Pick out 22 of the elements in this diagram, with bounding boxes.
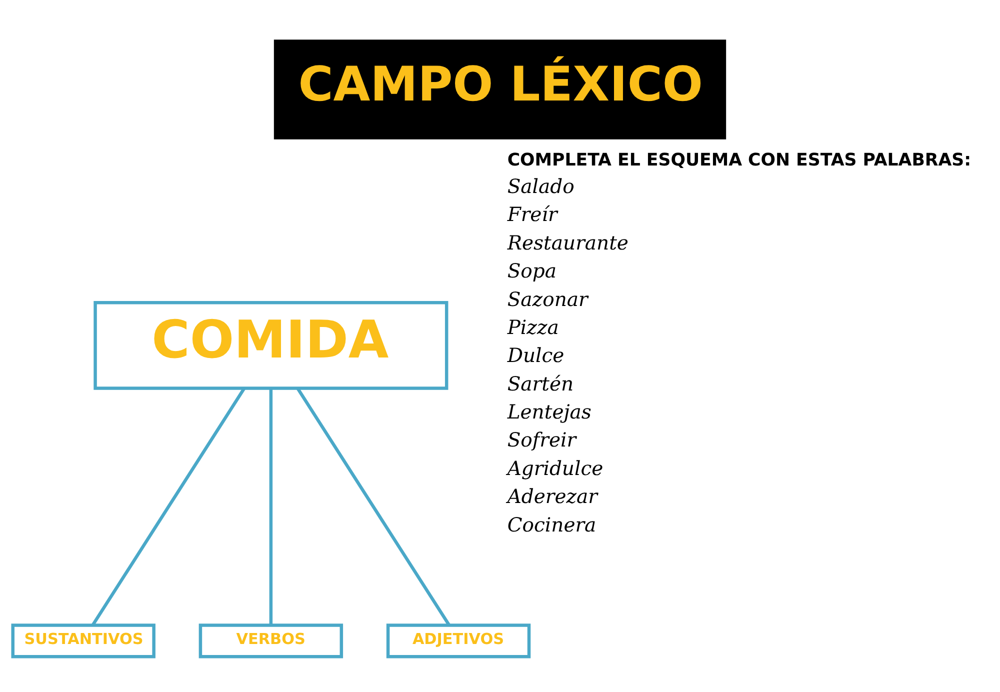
label: Sazonar <box>507 288 588 311</box>
label: Salado <box>507 175 574 198</box>
node-box: COMIDA <box>94 301 448 390</box>
node-box: SUSTANTIVOS <box>11 624 156 658</box>
connector <box>269 388 273 626</box>
label: COMPLETA EL ESQUEMA CON ESTAS PALABRAS: <box>507 150 972 170</box>
node-box: ADJETIVOS <box>386 624 531 658</box>
label: Sofreir <box>507 428 576 452</box>
label: Freír <box>507 203 558 226</box>
label: Cocinera <box>507 513 596 536</box>
label: Agridulce <box>507 456 604 480</box>
label: Sartén <box>507 372 574 396</box>
label: Sopa <box>507 260 557 283</box>
label: Dulce <box>507 344 564 368</box>
label: Pizza <box>507 316 559 339</box>
label: Lentejas <box>507 400 592 424</box>
label: Restaurante <box>507 231 628 254</box>
node-box: VERBOS <box>198 624 344 658</box>
connector <box>296 388 451 626</box>
diagram-title: CAMPO LÉXICO <box>298 58 703 113</box>
label: Aderezar <box>507 485 598 508</box>
connector <box>91 388 246 626</box>
